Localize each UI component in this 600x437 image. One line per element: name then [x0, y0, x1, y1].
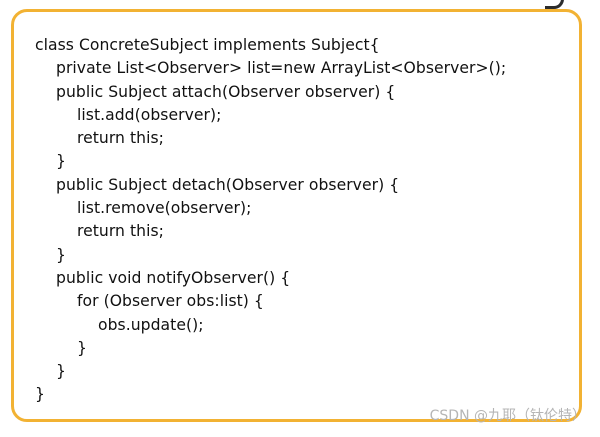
code-line: } — [56, 152, 66, 171]
code-line: for (Observer obs:list) { — [77, 292, 264, 311]
code-line: } — [56, 245, 66, 264]
code-line: list.add(observer); — [77, 105, 222, 124]
code-line: public void notifyObserver() { — [56, 268, 291, 287]
code-line: obs.update(); — [98, 315, 204, 334]
code-line: list.remove(observer); — [77, 199, 252, 218]
code-block: class ConcreteSubject implements Subject… — [35, 34, 569, 407]
decorative-curve — [545, 0, 564, 9]
code-line: } — [35, 385, 45, 404]
code-line: class ConcreteSubject implements Subject… — [35, 36, 380, 54]
code-line: } — [77, 338, 87, 357]
code-line: } — [56, 362, 66, 381]
code-line: public Subject attach(Observer observer)… — [56, 82, 396, 101]
code-line: private List<Observer> list=new ArrayLis… — [56, 59, 507, 78]
csdn-watermark: CSDN @九耶（钛伦特） — [429, 408, 586, 424]
code-line: public Subject detach(Observer observer)… — [56, 175, 400, 194]
code-line: return this; — [77, 222, 164, 241]
code-line: return this; — [77, 129, 164, 148]
code-panel: class ConcreteSubject implements Subject… — [11, 9, 582, 422]
